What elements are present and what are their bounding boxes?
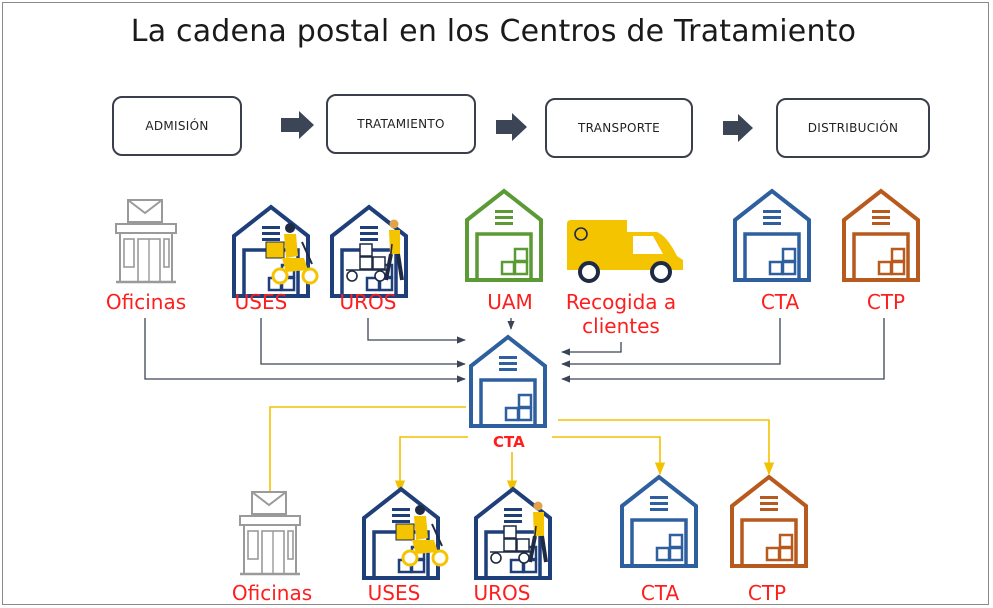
warehouse-icon-cta-top xyxy=(733,189,811,282)
warehouse-icon-ctp-bottom xyxy=(730,475,808,568)
warehouse-icon-cta-bottom xyxy=(620,475,698,568)
step-tratamiento: TRATAMIENTO xyxy=(326,94,476,154)
warehouse-cart-icon xyxy=(330,205,408,298)
warehouse-icon-ctp-top xyxy=(842,189,920,282)
label-oficinas-top: Oficinas xyxy=(105,290,187,314)
step-distribucion: DISTRIBUCIÓN xyxy=(776,98,930,158)
post-office-icon xyxy=(114,198,178,284)
inbound-connectors xyxy=(144,318,885,383)
warehouse-icon-center-cta xyxy=(469,335,547,428)
label-uses-bottom: USES xyxy=(367,581,421,605)
label-ctp-top: CTP xyxy=(866,290,906,314)
warehouse-scooter-icon-bottom xyxy=(362,487,449,580)
delivery-van-icon xyxy=(567,220,683,283)
label-cta-top: CTA xyxy=(760,290,800,314)
post-office-icon-bottom xyxy=(238,490,302,576)
step-transporte: TRANSPORTE xyxy=(545,98,693,158)
warehouse-scooter-icon xyxy=(232,205,319,298)
step-admision: ADMISIÓN xyxy=(112,96,242,156)
page-title: La cadena postal en los Centros de Trata… xyxy=(130,14,857,49)
label-uses-top: USES xyxy=(234,290,288,314)
label-oficinas-bottom: Oficinas xyxy=(231,581,313,605)
label-recogida-line1: Recogida a xyxy=(565,290,677,314)
step-arrow-1 xyxy=(281,111,314,139)
label-recogida-line2: clientes xyxy=(582,314,660,338)
step-arrow-2 xyxy=(496,113,527,141)
label-ctp-bottom: CTP xyxy=(747,581,787,605)
label-uros-top: UROS xyxy=(339,290,397,314)
label-cta-bottom: CTA xyxy=(640,581,680,605)
outbound-connectors xyxy=(264,406,775,508)
warehouse-cart-icon-bottom xyxy=(474,487,552,580)
label-center-cta: CTA xyxy=(493,433,525,451)
step-arrow-3 xyxy=(723,114,753,142)
warehouse-icon-uam xyxy=(465,189,543,282)
label-uam: UAM xyxy=(487,290,533,314)
label-uros-bottom: UROS xyxy=(473,581,531,605)
